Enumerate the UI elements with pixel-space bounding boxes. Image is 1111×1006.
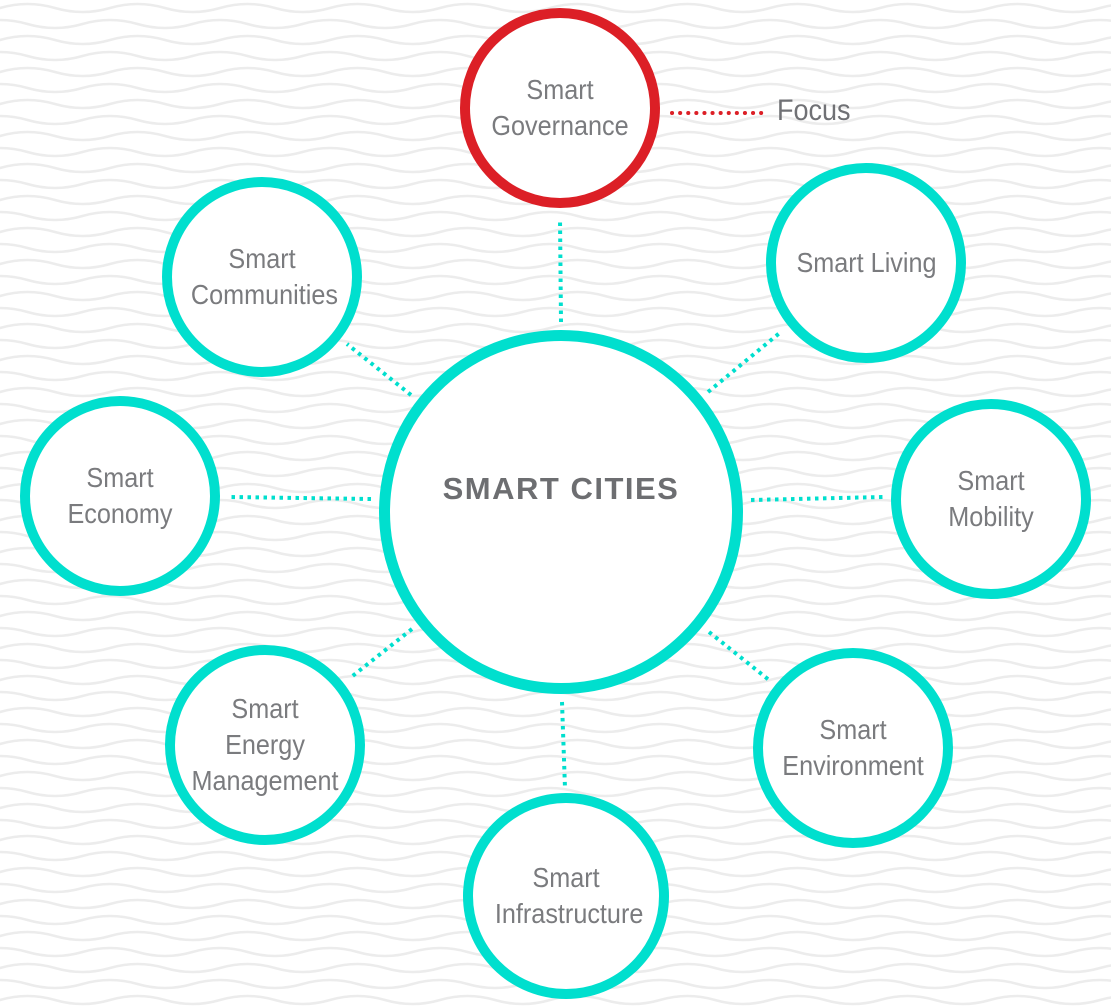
node-label: Smart Living bbox=[795, 247, 937, 279]
connector-economy bbox=[229, 495, 372, 501]
focus-legend-label: Focus bbox=[777, 94, 851, 127]
node-smart-environment: Smart Environment bbox=[753, 648, 953, 848]
node-smart-living: Smart Living bbox=[766, 163, 966, 363]
node-label: Smart Mobility bbox=[948, 465, 1034, 532]
node-smart-mobility: Smart Mobility bbox=[891, 399, 1091, 599]
node-smart-economy: Smart Economy bbox=[20, 396, 220, 596]
connector-mobility bbox=[750, 495, 884, 502]
connector-governance bbox=[558, 217, 563, 323]
node-label: Smart Energy Management bbox=[191, 693, 339, 796]
node-smart-infrastructure: Smart Infrastructure bbox=[463, 793, 669, 999]
node-smart-energy-management: Smart Energy Management bbox=[165, 645, 365, 845]
node-smart-communities: Smart Communities bbox=[162, 177, 362, 377]
node-label: Smart Governance bbox=[491, 74, 629, 141]
node-label: Smart Infrastructure bbox=[494, 862, 644, 929]
node-label: Smart Communities bbox=[190, 243, 338, 310]
center-node-title: SMART CITIES bbox=[442, 471, 680, 506]
connector-environment bbox=[707, 630, 771, 682]
node-smart-governance: Smart Governance bbox=[460, 8, 660, 208]
connector-infrastructure bbox=[560, 701, 567, 789]
node-label: Smart Environment bbox=[782, 714, 924, 781]
node-label: Smart Economy bbox=[67, 462, 173, 529]
center-node-smart-cities: SMART CITIES bbox=[379, 330, 743, 694]
connector-energy bbox=[348, 627, 414, 680]
connector-communities bbox=[345, 342, 413, 397]
connector-living bbox=[706, 329, 784, 394]
